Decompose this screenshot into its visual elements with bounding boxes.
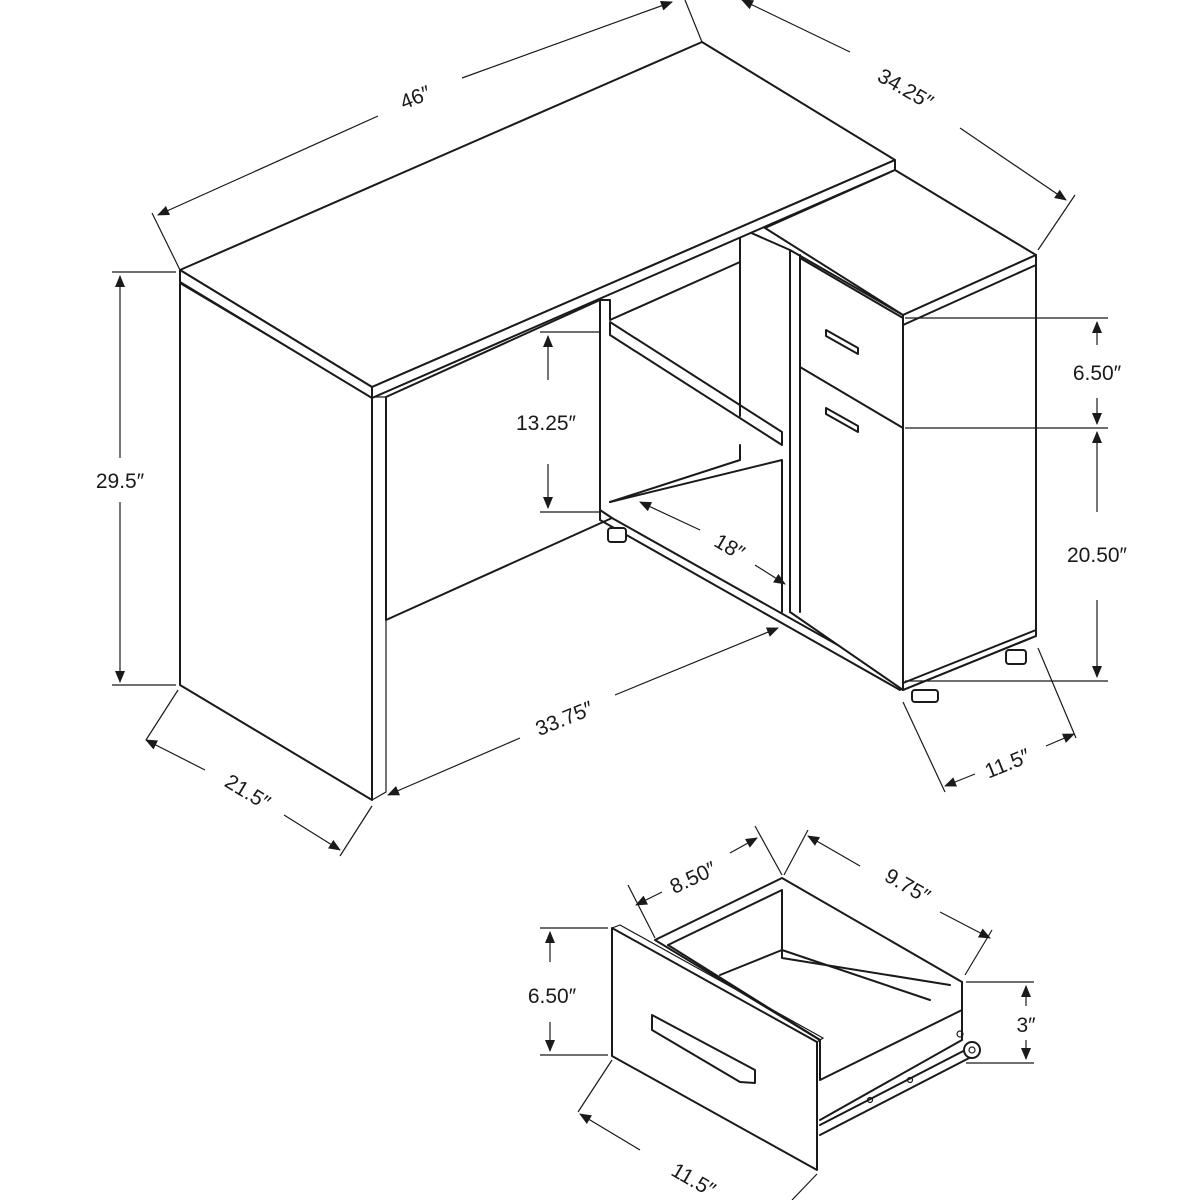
desk-drawing	[179, 41, 1037, 801]
label-drawer-side-height: 3″	[1016, 1014, 1036, 1037]
label-drawer-height: 6.50″	[1073, 362, 1122, 385]
dim-line-shelf-depth-left	[639, 501, 701, 531]
dim-line-desk-depth-left	[145, 739, 206, 771]
drawer-inner-left	[667, 944, 821, 1041]
label-shelf-height: 13.25″	[516, 412, 577, 435]
dim-line-drawer-front-width	[579, 1113, 641, 1151]
dim-line-shelf-depth-right	[754, 564, 786, 585]
desk-dimensions: 46″ 34.25″ 29.5″ 21.5″ 33.75″ 13.25″ 18″	[96, 0, 1128, 857]
label-desk-depth: 21.5″	[221, 770, 275, 815]
dim-line-drawer-inner-depth-right	[939, 911, 991, 939]
foot-3	[1005, 649, 1027, 665]
drawer-inner-floor	[719, 949, 931, 1001]
cabinet-front	[789, 249, 904, 691]
dim-line-inner-width-right	[614, 627, 779, 696]
drawer-front-edge	[611, 924, 825, 1043]
foot-1	[607, 527, 627, 543]
shelf-board	[609, 321, 783, 446]
label-drawer-front-width: 11.5″	[667, 1159, 719, 1200]
dim-line-drawer-inner-width-right	[729, 837, 758, 854]
dim-line-inner-width-left	[387, 737, 521, 796]
dim-line-cabinet-depth-left	[944, 773, 976, 787]
drawer-right-side	[819, 981, 963, 1121]
label-desk-height: 29.5″	[96, 470, 145, 493]
drawer-drawing	[611, 877, 981, 1171]
label-drawer-inner-width: 8.50″	[666, 857, 720, 898]
label-shelf-depth: 18″	[710, 530, 749, 566]
dim-line-desk-depth-right	[283, 814, 341, 851]
cabinet-base	[902, 629, 1037, 691]
slide-roller	[963, 1041, 981, 1059]
label-drawer-front-height: 6.50″	[528, 985, 577, 1008]
dim-line-return-length-bottom	[959, 127, 1067, 201]
door-handle	[825, 407, 859, 433]
left-panel-edge	[371, 396, 387, 801]
bottom-board	[599, 509, 901, 691]
dim-line-return-length-top	[741, 0, 851, 53]
rear-panel	[385, 299, 613, 621]
return-top-edge	[902, 254, 1037, 326]
label-desk-width: 46″	[397, 81, 435, 114]
dim-line-cabinet-depth-right	[1045, 733, 1075, 747]
label-door-height: 20.50″	[1067, 544, 1128, 567]
label-return-length: 34.25″	[874, 64, 938, 114]
dim-line-drawer-inner-depth-left	[807, 835, 861, 867]
drawer-slide-rail	[819, 1044, 976, 1136]
shelf-inner-back	[609, 444, 741, 503]
drawer-handle	[825, 329, 859, 355]
drawer-door-divider	[799, 366, 904, 429]
dim-line-desk-width-right	[461, 1, 673, 79]
drawer-detail-handle	[651, 1014, 756, 1084]
drawer-inner-back	[667, 889, 951, 986]
drawer-top-line	[799, 257, 904, 319]
bottom-board-back	[609, 459, 783, 613]
cabinet-side	[902, 254, 1037, 691]
label-inner-width: 33.75″	[532, 697, 597, 741]
label-cabinet-depth: 11.5″	[982, 744, 1034, 783]
dim-line-desk-width-left	[157, 115, 379, 216]
dim-line-drawer-inner-width-left	[635, 891, 663, 906]
label-drawer-inner-depth: 9.75″	[881, 864, 935, 908]
foot-2	[911, 689, 939, 703]
